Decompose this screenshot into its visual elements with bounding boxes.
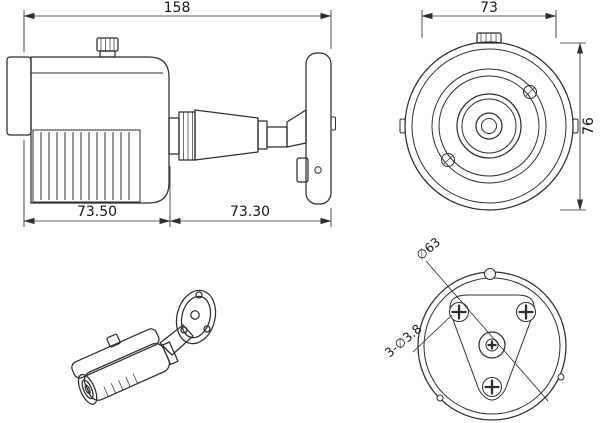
phillips-screw-left-icon	[449, 302, 469, 322]
bezel-outer-circle	[431, 68, 547, 184]
iso-base-hole-top	[195, 291, 203, 299]
hood-seam-tab-left	[399, 118, 406, 134]
lens-ring-inner	[461, 98, 517, 154]
leader-mount-holes	[412, 314, 453, 353]
dim-front-width: 73	[480, 0, 498, 16]
lens-outer	[475, 112, 503, 140]
dim-body-length: 73.50	[77, 204, 117, 220]
side-view-dimensions: 158 73.50 73.30	[23, 0, 332, 227]
iso-base-hole-right	[203, 325, 211, 333]
iso-lens-center	[84, 384, 91, 395]
base-bottom-view	[417, 268, 567, 421]
rim-notch-left	[436, 394, 444, 402]
bezel-screw-left-icon	[441, 153, 455, 167]
front-view-dimensions: 73 76	[421, 0, 597, 211]
hood-outer-circle	[404, 41, 574, 211]
iso-lens-face	[77, 373, 98, 405]
iso-base-hole-left	[180, 326, 188, 334]
dim-overall-length: 158	[164, 0, 191, 16]
front-hood-screw-icon	[476, 32, 502, 44]
lens-ring-outer	[456, 93, 522, 159]
iso-base-center-hole	[190, 310, 200, 320]
front-view	[399, 32, 579, 211]
iso-arm	[159, 324, 194, 356]
dim-bolt-circle: ∅63	[413, 234, 443, 263]
iso-base	[175, 289, 217, 345]
dim-front-height: 76	[581, 117, 597, 135]
iso-hood	[71, 328, 160, 379]
phillips-screw-right-icon	[516, 302, 536, 322]
dim-bracket-length: 73.30	[230, 204, 270, 220]
rim-notch-right	[557, 373, 565, 381]
cable-gland	[484, 268, 496, 280]
center-screw-icon	[478, 331, 506, 359]
side-view	[6, 37, 336, 205]
lens-inner	[481, 118, 497, 134]
heat-sink-fins	[32, 129, 141, 203]
phillips-screw-bottom-icon	[482, 377, 502, 397]
hood-screw-icon	[96, 37, 119, 58]
iso-lens-mid	[81, 379, 94, 400]
mount-arm-side	[168, 109, 309, 183]
mount-base-side	[305, 52, 336, 205]
bracket-plate	[449, 294, 535, 401]
iso-base-outer	[175, 289, 217, 345]
bezel-screw-right-icon	[523, 85, 537, 99]
lens-bezel-side	[6, 56, 32, 136]
iso-camera	[71, 328, 179, 405]
hood-inner-circle	[411, 48, 567, 204]
iso-fins	[103, 373, 138, 397]
hood-seam-tab-right	[572, 118, 579, 134]
camera-body-side	[30, 56, 170, 204]
leader-bolt-circle	[425, 260, 549, 402]
iso-neck	[161, 341, 179, 366]
extension-lines-bottom	[23, 140, 332, 227]
iso-top-screw	[106, 333, 121, 348]
bezel-inner-circle	[438, 75, 540, 177]
isometric-view	[71, 289, 217, 405]
